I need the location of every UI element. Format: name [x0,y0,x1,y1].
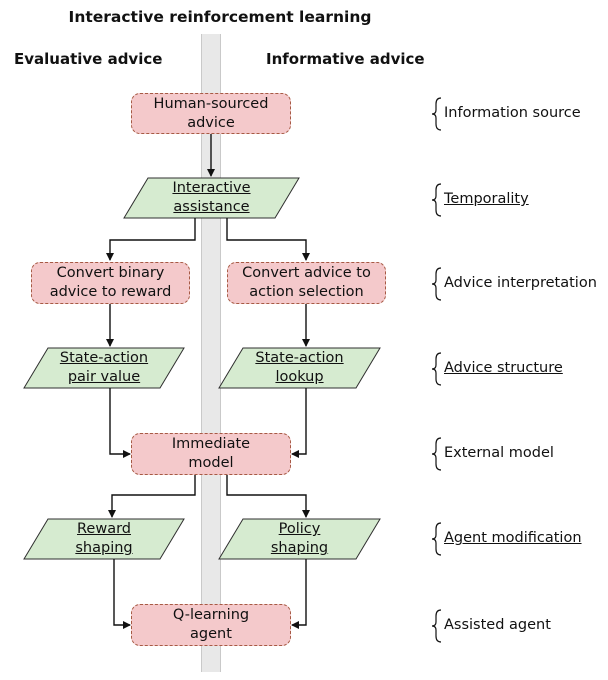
label-agent-modification-text: Agent modification [444,530,582,546]
brace-agent-modification [431,522,442,556]
node-policy-shaping: Policy shaping [219,519,380,559]
arrow-policy-to-agent [291,559,307,629]
node-immediate-model-label: Immediate model [171,436,251,471]
node-human-sourced-advice: Human-sourced advice [131,93,291,134]
node-convert-binary-advice-label: Convert binary advice to reward [49,265,172,300]
policy-shaping-shape [218,518,381,560]
node-state-action-pair: State-action pair value [24,348,184,388]
node-convert-binary-advice: Convert binary advice to reward [31,262,190,304]
interactive-assistance-shape [123,177,300,219]
brace-advice-interpretation [431,267,442,301]
reward-shaping-shape [23,518,185,560]
label-temporality: Temporality [444,191,529,207]
node-reward-shaping-label: Reward shaping [75,521,133,556]
node-state-action-lookup-label: State-action lookup [255,350,344,385]
brace-assisted-agent [431,609,442,643]
label-assisted-agent: Assisted agent [444,617,551,633]
label-agent-modification: Agent modification [444,530,582,546]
arrow-model-to-policy [226,475,310,518]
label-information-source: Information source [444,105,581,121]
node-state-action-pair-label: State-action pair value [59,350,149,385]
node-human-sourced-advice-label: Human-sourced advice [153,95,269,131]
node-interactive-assistance: Interactive assistance [124,178,299,218]
label-external-model: External model [444,445,554,461]
arrow-model-to-reward [108,475,196,518]
label-temporality-text: Temporality [444,191,529,207]
diagram-title: Interactive reinforcement learning [68,8,372,26]
arrow-reward-to-agent [113,559,131,629]
node-convert-advice-action: Convert advice to action selection [227,262,386,304]
brace-advice-structure [431,352,442,386]
column-heading-informative: Informative advice [266,50,425,68]
arrow-assistance-to-advice [226,218,310,261]
node-interactive-assistance-label: Interactive assistance [172,180,251,215]
brace-information-source [431,97,442,131]
node-q-learning-agent: Q-learning agent [131,604,291,646]
brace-external-model [431,437,442,471]
column-heading-evaluative: Evaluative advice [14,50,163,68]
node-q-learning-agent-label: Q-learning agent [172,607,250,642]
brace-temporality [431,183,442,217]
arrow-assistance-to-binary [106,218,196,261]
arrow-lookup-to-model [291,388,307,458]
node-immediate-model: Immediate model [131,433,291,475]
state-action-pair-shape [23,347,185,389]
node-convert-advice-action-label: Convert advice to action selection [242,265,371,300]
arrow-pair-to-model [109,388,131,458]
node-policy-shaping-label: Policy shaping [270,521,329,556]
state-action-lookup-shape [218,347,381,389]
node-reward-shaping: Reward shaping [24,519,184,559]
node-state-action-lookup: State-action lookup [219,348,380,388]
label-advice-structure: Advice structure [444,360,563,376]
label-advice-interpretation: Advice interpretation [444,275,597,291]
label-advice-structure-text: Advice structure [444,360,563,376]
